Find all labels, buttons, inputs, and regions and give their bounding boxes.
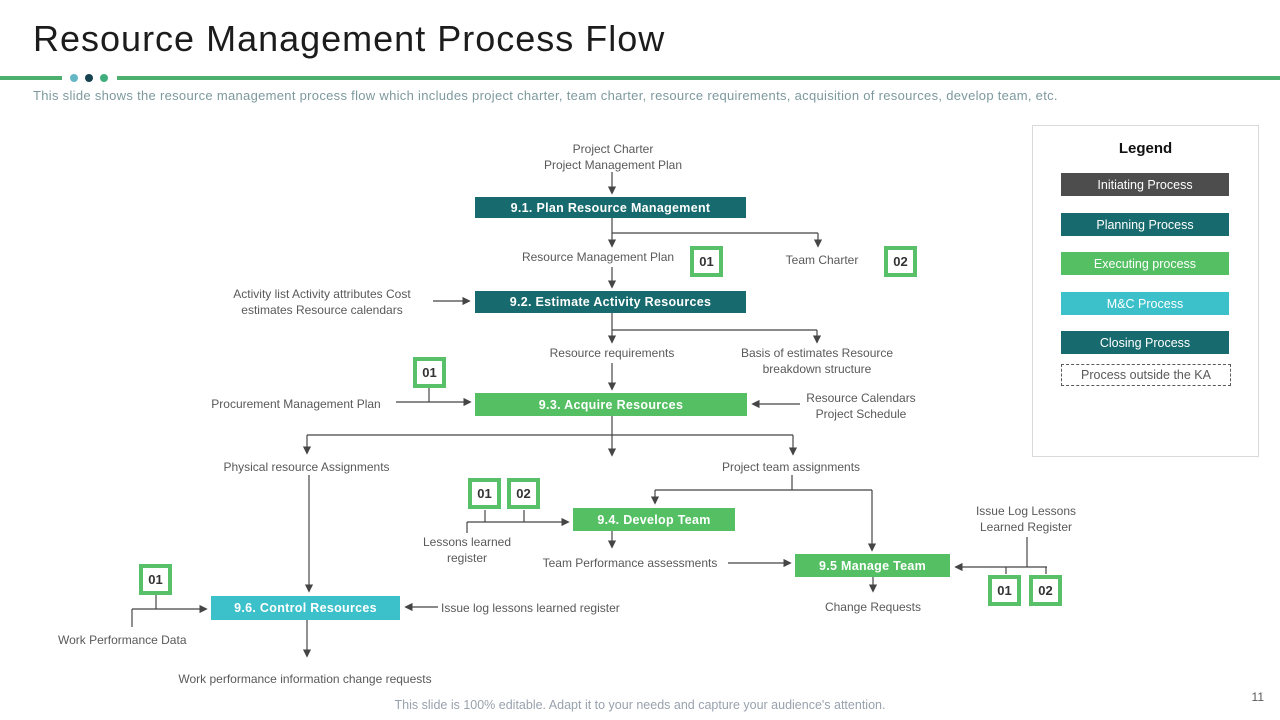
divider-dot-1 [70, 74, 78, 82]
divider-dot-3 [100, 74, 108, 82]
label-work-performance-information: Work performance information change requ… [178, 672, 432, 686]
slide-description: This slide shows the resource management… [33, 88, 1058, 103]
title-divider-left [0, 76, 62, 80]
badge-01-control-resources[interactable]: 01 [139, 564, 172, 595]
label-project-team-assignments: Project team assignments [721, 460, 861, 474]
label-work-performance-data: Work Performance Data [58, 633, 187, 647]
legend-item-planning-process: Planning Process [1061, 213, 1229, 236]
legend-item-mc-process: M&C Process [1061, 292, 1229, 315]
label-basis-of-estimates: Basis of estimates Resource breakdown st… [740, 346, 894, 376]
badge-01-resource-management-plan[interactable]: 01 [690, 246, 723, 277]
badge-01-develop-team[interactable]: 01 [468, 478, 501, 509]
legend-item-process-outside-ka: Process outside the KA [1061, 364, 1231, 386]
footer-note: This slide is 100% editable. Adapt it to… [394, 698, 886, 712]
badge-02-develop-team[interactable]: 02 [507, 478, 540, 509]
label-resource-management-plan: Resource Management Plan [521, 250, 675, 264]
label-resource-calendars: Resource Calendars Project Schedule [806, 391, 916, 421]
label-change-requests: Change Requests [824, 600, 922, 614]
label-procurement-management-plan: Procurement Management Plan [211, 397, 381, 411]
process-box-9-2[interactable]: 9.2. Estimate Activity Resources [475, 291, 746, 313]
process-box-9-6[interactable]: 9.6. Control Resources [211, 596, 400, 620]
legend-item-executing-process: Executing process [1061, 252, 1229, 275]
process-box-9-4[interactable]: 9.4. Develop Team [573, 508, 735, 531]
badge-02-team-charter[interactable]: 02 [884, 246, 917, 277]
label-issue-log-lessons-learned: Issue Log Lessons Learned Register [975, 504, 1077, 534]
page-title: Resource Management Process Flow [33, 18, 666, 59]
legend-item-initiating-process: Initiating Process [1061, 173, 1229, 196]
legend-panel: Legend Initiating Process Planning Proce… [1032, 125, 1259, 457]
label-activity-list: Activity list Activity attributes Cost e… [233, 287, 411, 317]
process-box-9-5[interactable]: 9.5 Manage Team [795, 554, 950, 577]
process-box-9-3[interactable]: 9.3. Acquire Resources [475, 393, 747, 416]
label-project-charter: Project Charter Project Management Plan [543, 142, 683, 172]
label-resource-requirements: Resource requirements [549, 346, 675, 360]
label-team-charter: Team Charter [785, 253, 859, 267]
title-divider-right [117, 76, 1280, 80]
badge-01-acquire-resources[interactable]: 01 [413, 357, 446, 388]
label-issue-log-lessons-register: Issue log lessons learned register [441, 601, 620, 615]
page-number: 11 [1251, 690, 1264, 704]
process-box-9-1[interactable]: 9.1. Plan Resource Management [475, 197, 746, 218]
divider-dot-2 [85, 74, 93, 82]
label-physical-resource-assignments: Physical resource Assignments [223, 460, 390, 474]
label-lessons-learned-register: Lessons learned register [422, 535, 512, 565]
legend-item-closing-process: Closing Process [1061, 331, 1229, 354]
badge-02-manage-team[interactable]: 02 [1029, 575, 1062, 606]
legend-title: Legend [1118, 140, 1173, 157]
label-team-performance-assessments: Team Performance assessments [542, 556, 718, 570]
badge-01-manage-team[interactable]: 01 [988, 575, 1021, 606]
